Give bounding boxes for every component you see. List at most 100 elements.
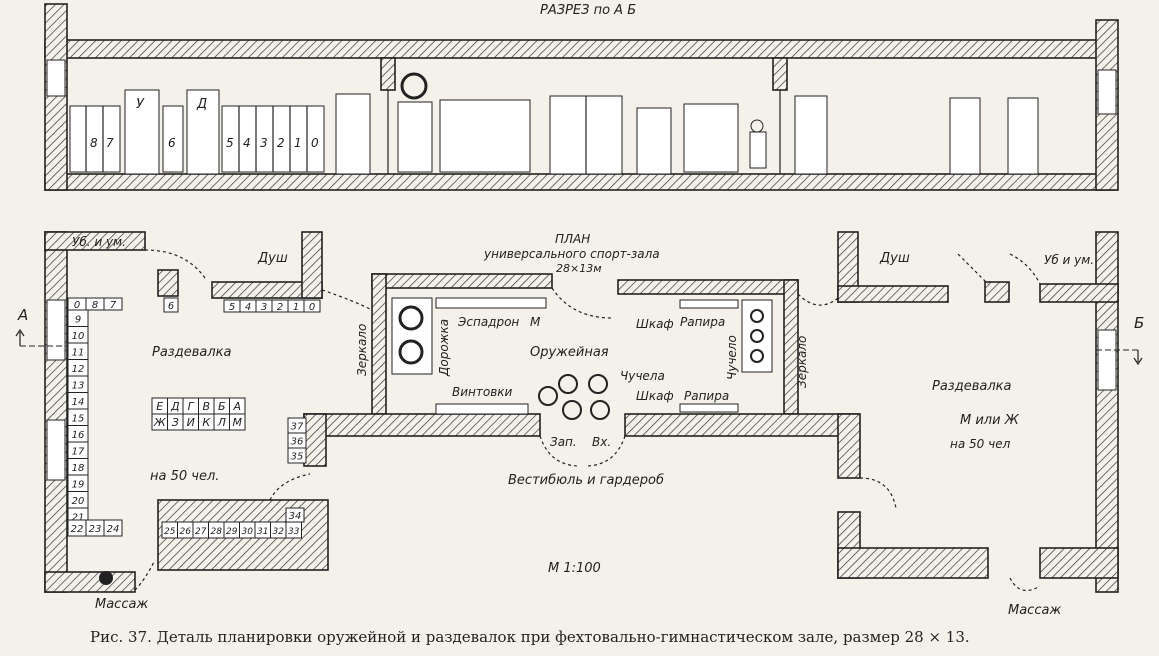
table-bottom-И: И (187, 416, 195, 429)
locker-bottom-27: 27 (195, 527, 207, 537)
locker-left-21: 21 (72, 512, 85, 523)
locker-bottom-25: 25 (164, 527, 176, 537)
lobby-wall-left (303, 413, 541, 437)
locker-right-34-box (285, 507, 305, 523)
label-rifles: Винтовки (452, 385, 513, 399)
locker-lobby-35: 35 (291, 452, 304, 463)
plan-size: 28×13м (556, 262, 602, 275)
locker-shower-3: 3 (261, 302, 267, 313)
label-dummies-center: Чучела (620, 369, 665, 383)
table-bottom-К: К (202, 416, 211, 429)
door-letter-u: У (136, 97, 145, 112)
section-weapon-rack-2 (683, 103, 739, 173)
label-dummies-right: Чучело (725, 335, 739, 380)
locker-left-20: 20 (72, 496, 85, 507)
room-toilet-left: Уб. и ум. (72, 235, 126, 249)
plan-wall-right (1095, 231, 1119, 593)
locker-bottom-24: 24 (107, 524, 120, 535)
locker-lobby-37: 37 (291, 422, 304, 433)
svg-text:4: 4 (243, 136, 251, 150)
svg-text:5: 5 (226, 136, 234, 150)
locker-shower-1: 1 (293, 302, 299, 313)
label-expander: Эспадрон (457, 315, 519, 329)
section-cabinet (636, 107, 672, 175)
locker-bottom-22: 22 (71, 524, 84, 535)
section-door-1 (335, 93, 371, 175)
locker-top-8: 8 (92, 300, 98, 311)
room-changing-right: Раздевалка (932, 379, 1011, 394)
section-door-3 (949, 97, 981, 175)
locker-right-34: 34 (289, 511, 302, 522)
locker-bottom-30: 30 (242, 527, 254, 537)
room-changing-left: Раздевалка (152, 345, 231, 360)
locker-shower-6: 6 (168, 301, 174, 312)
label-mirror-left: Зеркало (355, 324, 369, 376)
section-window-right (1097, 69, 1117, 115)
table-top-Е: Е (156, 400, 163, 413)
section-inner-wall-1 (380, 57, 396, 91)
locker-left-17: 17 (72, 446, 85, 457)
table-bottom-М-box (229, 413, 246, 431)
locker-left-14: 14 (72, 397, 85, 408)
svg-text:1: 1 (294, 136, 302, 150)
track-stand (391, 297, 433, 375)
locker-left-11: 11 (72, 347, 85, 358)
room-changing-right-capacity: на 50 чел (950, 437, 1011, 451)
label-cabinet-bottom: Шкаф (636, 389, 674, 403)
locker-bottom-26: 26 (180, 527, 192, 537)
dummy-icon (750, 119, 764, 133)
plan-title: ПЛАН (555, 232, 590, 246)
section-door-4 (1007, 97, 1039, 175)
foil-rack-bottom (679, 403, 739, 413)
section-weapon-rack-1 (439, 99, 531, 173)
section-stand (397, 101, 433, 173)
label-foil-top: Рапира (680, 315, 725, 329)
plan-view: А Б ПЛАН универсального спорт-зала 28×13… (15, 231, 1144, 618)
armory-wall-top-right (617, 279, 799, 295)
table-bottom-М: М (233, 416, 243, 429)
label-expander-mark: М (530, 315, 541, 329)
locker-bottom-28: 28 (211, 527, 223, 537)
table-top-А: А (232, 400, 241, 413)
section-wall-left (44, 3, 68, 191)
plan-subtitle: универсального спорт-зала (483, 247, 660, 261)
room-toilet-right: Уб и ум. (1044, 253, 1094, 267)
locker-top-0: 0 (74, 300, 80, 311)
plan-scale: М 1:100 (548, 561, 601, 576)
table-top-Г: Г (188, 400, 195, 413)
locker-left-18: 18 (72, 463, 85, 474)
room-changing-right-sub: М или Ж (960, 413, 1020, 428)
figure-caption: Рис. 37. Деталь планировки оружейной и р… (90, 628, 970, 646)
target-icon (398, 305, 424, 331)
section-view: РАЗРЕЗ по А Б 8 7 У 6 Д (44, 3, 1119, 191)
locker-bottom-23: 23 (89, 524, 102, 535)
svg-text:2: 2 (277, 136, 285, 150)
locker-left-10: 10 (72, 331, 85, 342)
svg-text:7: 7 (106, 136, 114, 150)
locker-left-13: 13 (72, 380, 85, 391)
label-foil-bottom: Рапира (684, 389, 729, 403)
section-lockers-left: 8 7 У 6 Д 5 4 3 2 1 0 (69, 89, 325, 175)
section-mark-b: Б (1134, 314, 1144, 332)
locker-bottom-33: 33 (288, 527, 300, 537)
locker-top-7: 7 (110, 300, 117, 311)
section-inner-wall-2 (772, 57, 788, 91)
room-massage-left: Массаж (95, 597, 148, 612)
locker-bottom-24-box (103, 519, 123, 537)
room-changing-left-capacity: на 50 чел. (150, 469, 219, 484)
target-icon (400, 72, 428, 100)
locker-bottom-29: 29 (226, 527, 238, 537)
svg-text:6: 6 (168, 136, 176, 150)
table-top-В: В (202, 400, 210, 413)
section-mark-a: А (17, 306, 28, 324)
dummies-right-rack (741, 299, 773, 373)
svg-text:8: 8 (90, 136, 98, 150)
locker-top-7-box (103, 297, 123, 311)
label-track: Дорожка (437, 319, 451, 377)
table-bottom-З: З (172, 416, 179, 429)
locker-left-16: 16 (72, 430, 85, 441)
room-massage-right: Массаж (1008, 603, 1061, 618)
label-entry-right: Вх. (592, 435, 611, 449)
armory-wall-top-left (371, 273, 553, 289)
